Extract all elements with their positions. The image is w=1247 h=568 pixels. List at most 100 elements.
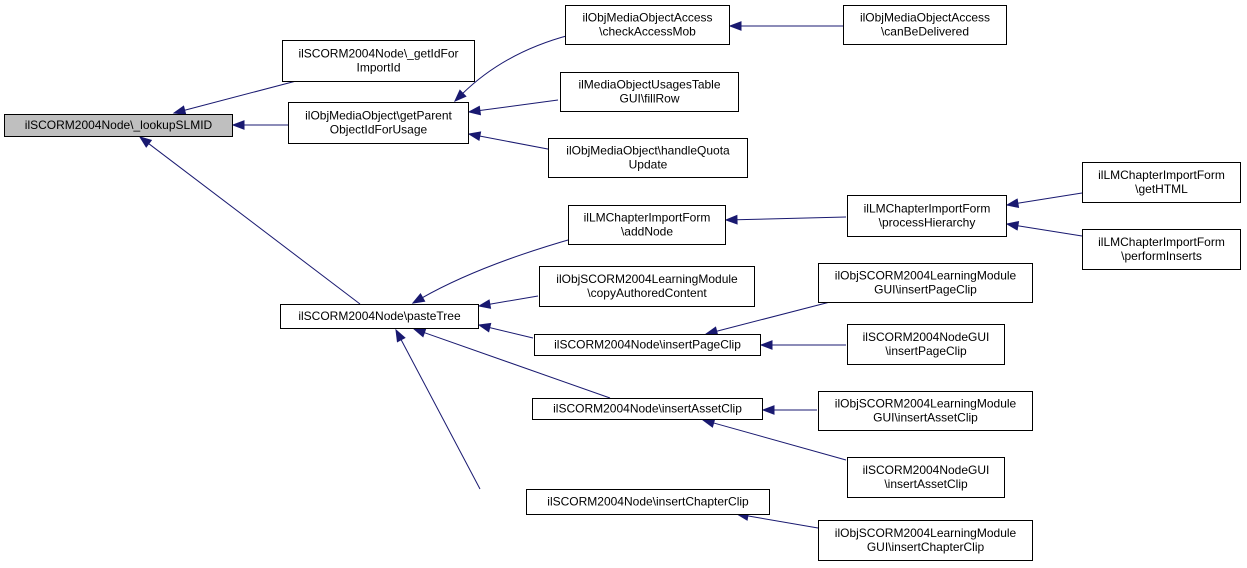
arrowhead-icon <box>411 293 426 304</box>
node-box[interactable] <box>288 102 469 144</box>
edge-pasteTree-to-lookup <box>138 136 361 305</box>
edge-line <box>735 216 847 221</box>
node-label-line: ilObjMediaObject\handleQuota <box>566 144 730 158</box>
node-lookup[interactable]: ilSCORM2004Node\_lookupSLMID <box>4 114 233 137</box>
edge-getHTML-to-processHierarchy <box>1005 192 1083 209</box>
edge-line <box>147 142 361 305</box>
edge-checkAccessMob-to-getParentObjectIdForUsage <box>453 34 571 102</box>
node-insertAssetClip[interactable]: ilSCORM2004Node\insertAssetClip <box>532 398 763 420</box>
node-lmGuiInsertAssetClip[interactable]: ilObjSCORM2004LearningModuleGUI\insertAs… <box>818 391 1033 431</box>
node-label-line: \checkAccessMob <box>599 25 696 39</box>
node-label-line: GUI\insertChapterClip <box>867 540 985 554</box>
node-label-line: GUI\insertAssetClip <box>873 411 978 425</box>
node-box[interactable] <box>548 138 748 178</box>
arrowhead-icon <box>138 136 153 148</box>
arrowhead-icon <box>1005 198 1020 209</box>
node-box[interactable] <box>560 72 739 112</box>
node-label-line: ilLMChapterImportForm <box>1098 235 1225 249</box>
node-processHierarchy[interactable]: ilLMChapterImportForm\processHierarchy <box>847 195 1007 237</box>
node-lmGuiInsertPageClip[interactable]: ilObjSCORM2004LearningModuleGUI\insertPa… <box>818 263 1033 303</box>
node-label-line: ObjectIdForUsage <box>330 123 428 137</box>
node-label-line: \insertPageClip <box>885 344 967 358</box>
node-label-line: \addNode <box>621 225 673 239</box>
edge-getParentObjectIdForUsage-to-lookup <box>231 120 288 130</box>
edge-copyAuthoredContent-to-pasteTree <box>477 295 539 309</box>
node-box[interactable] <box>526 489 770 515</box>
node-label-line: ilObjMediaObject\getParent <box>305 109 452 123</box>
node-pasteTree[interactable]: ilSCORM2004Node\pasteTree <box>280 304 479 329</box>
node-box[interactable] <box>532 398 763 420</box>
arrowhead-icon <box>231 120 245 130</box>
node-label-line: ilObjSCORM2004LearningModule <box>835 397 1017 411</box>
node-box[interactable] <box>847 324 1005 365</box>
node-box[interactable] <box>534 334 761 356</box>
arrowhead-icon <box>761 405 775 415</box>
node-box[interactable] <box>1082 229 1241 270</box>
node-addNode[interactable]: ilLMChapterImportForm\addNode <box>568 205 726 245</box>
node-label-line: ilObjSCORM2004LearningModule <box>556 272 738 286</box>
node-label-line: \performInserts <box>1121 249 1202 263</box>
node-canBeDelivered[interactable]: ilObjMediaObjectAccess\canBeDelivered <box>843 5 1007 45</box>
arrowhead-icon <box>477 299 492 309</box>
node-box[interactable] <box>818 520 1033 561</box>
root-node-box[interactable] <box>4 114 233 137</box>
node-nodeGuiInsertPageClip[interactable]: ilSCORM2004NodeGUI\insertPageClip <box>847 324 1005 365</box>
arrowhead-icon <box>172 105 187 115</box>
node-box[interactable] <box>818 263 1033 303</box>
node-insertChapterClip[interactable]: ilSCORM2004Node\insertChapterClip <box>526 489 770 515</box>
node-label-line: \insertAssetClip <box>884 477 968 491</box>
edge-line <box>1016 192 1083 204</box>
node-label-line: ilLMChapterImportForm <box>1098 168 1225 182</box>
node-performInserts[interactable]: ilLMChapterImportForm\performInserts <box>1082 229 1241 270</box>
edges-layer <box>138 21 1083 529</box>
node-insertPageClip[interactable]: ilSCORM2004Node\insertPageClip <box>534 334 761 356</box>
node-box[interactable] <box>565 5 730 45</box>
edge-insertPageClip-to-pasteTree <box>477 322 534 339</box>
edge-line <box>183 79 301 111</box>
node-label-line: ilObjSCORM2004LearningModule <box>835 526 1017 540</box>
node-box[interactable] <box>847 195 1007 237</box>
nodes-layer: ilSCORM2004Node\_lookupSLMID ilSCORM2004N… <box>4 5 1241 561</box>
node-getParentObjectIdForUsage[interactable]: ilObjMediaObject\getParentObjectIdForUsa… <box>288 102 469 144</box>
arrowhead-icon <box>1005 220 1020 231</box>
node-label-line: GUI\insertPageClip <box>874 283 977 297</box>
node-label-line: ilObjSCORM2004LearningModule <box>835 269 1017 283</box>
node-label-line: \processHierarchy <box>879 216 976 230</box>
node-box[interactable] <box>847 457 1005 498</box>
edge-insertChapterClip-to-pasteTree <box>395 328 481 490</box>
node-copyAuthoredContent[interactable]: ilObjSCORM2004LearningModule\copyAuthore… <box>539 266 755 307</box>
edge-line <box>478 135 554 151</box>
node-nodeGuiInsertAssetClip[interactable]: ilSCORM2004NodeGUI\insertAssetClip <box>847 457 1005 498</box>
arrowhead-icon <box>412 328 427 338</box>
node-lmGuiInsertChapterClip[interactable]: ilObjSCORM2004LearningModuleGUI\insertCh… <box>818 520 1033 561</box>
node-label-line: ilSCORM2004Node\insertAssetClip <box>553 402 742 416</box>
edge-processHierarchy-to-addNode <box>724 214 847 225</box>
node-box[interactable] <box>280 304 479 329</box>
node-label-line: ilSCORM2004NodeGUI <box>863 463 990 477</box>
node-box[interactable] <box>843 5 1007 45</box>
edge-canBeDelivered-to-checkAccessMob <box>728 21 843 31</box>
node-box[interactable] <box>818 391 1033 431</box>
edge-getIdForImportId-to-lookup <box>172 79 301 115</box>
edge-insertAssetClip-to-pasteTree <box>412 328 611 399</box>
node-label-line: ilObjMediaObjectAccess <box>582 11 712 25</box>
edge-lmGuiInsertAssetClip-to-insertAssetClip <box>761 405 817 415</box>
node-box[interactable] <box>282 40 475 82</box>
node-checkAccessMob[interactable]: ilObjMediaObjectAccess\checkAccessMob <box>565 5 730 45</box>
node-label-line: GUI\fillRow <box>619 92 679 106</box>
node-label-line: \canBeDelivered <box>881 25 969 39</box>
node-box[interactable] <box>568 205 726 245</box>
node-getHTML[interactable]: ilLMChapterImportForm\getHTML <box>1082 162 1241 203</box>
node-box[interactable] <box>1082 162 1241 203</box>
node-box[interactable] <box>539 266 755 307</box>
node-label-line: ilSCORM2004NodeGUI <box>863 330 990 344</box>
edge-line <box>715 301 831 332</box>
edge-line <box>488 326 534 339</box>
node-label-line: ilMediaObjectUsagesTable <box>578 78 720 92</box>
arrowhead-icon <box>759 340 773 350</box>
edge-line <box>421 237 576 299</box>
